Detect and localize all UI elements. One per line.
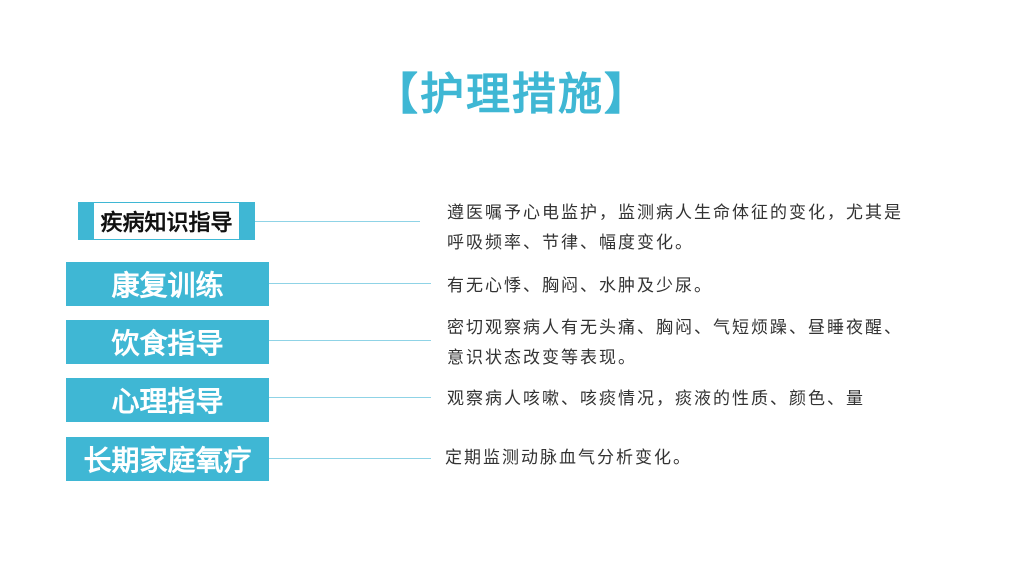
label-text: 疾病知识指导 xyxy=(94,203,239,239)
label-psych-guidance: 心理指导 xyxy=(66,378,269,422)
connector-line xyxy=(269,340,431,341)
label-home-oxygen: 长期家庭氧疗 xyxy=(66,437,269,481)
label-disease-knowledge: 疾病知识指导 xyxy=(78,202,255,240)
description-disease-knowledge: 遵医嘱予心电监护，监测病人生命体征的变化，尤其是呼吸频率、节律、幅度变化。 xyxy=(447,203,903,253)
label-diet-guidance: 饮食指导 xyxy=(66,320,269,364)
connector-line xyxy=(269,283,431,284)
description-rehab-training: 有无心悸、胸闷、水肿及少尿。 xyxy=(447,276,713,296)
page-title: 【护理措施】 xyxy=(374,69,650,120)
description-diet-guidance: 密切观察病人有无头痛、胸闷、气短烦躁、昼睡夜醒、意识状态改变等表现。 xyxy=(447,318,903,368)
connector-line xyxy=(269,458,431,459)
label-rehab-training: 康复训练 xyxy=(66,262,269,306)
description-psych-guidance: 观察病人咳嗽、咳痰情况，痰液的性质、颜色、量 xyxy=(447,389,865,409)
connector-line xyxy=(255,221,420,222)
description-home-oxygen: 定期监测动脉血气分析变化。 xyxy=(445,448,692,468)
connector-line xyxy=(269,397,431,398)
